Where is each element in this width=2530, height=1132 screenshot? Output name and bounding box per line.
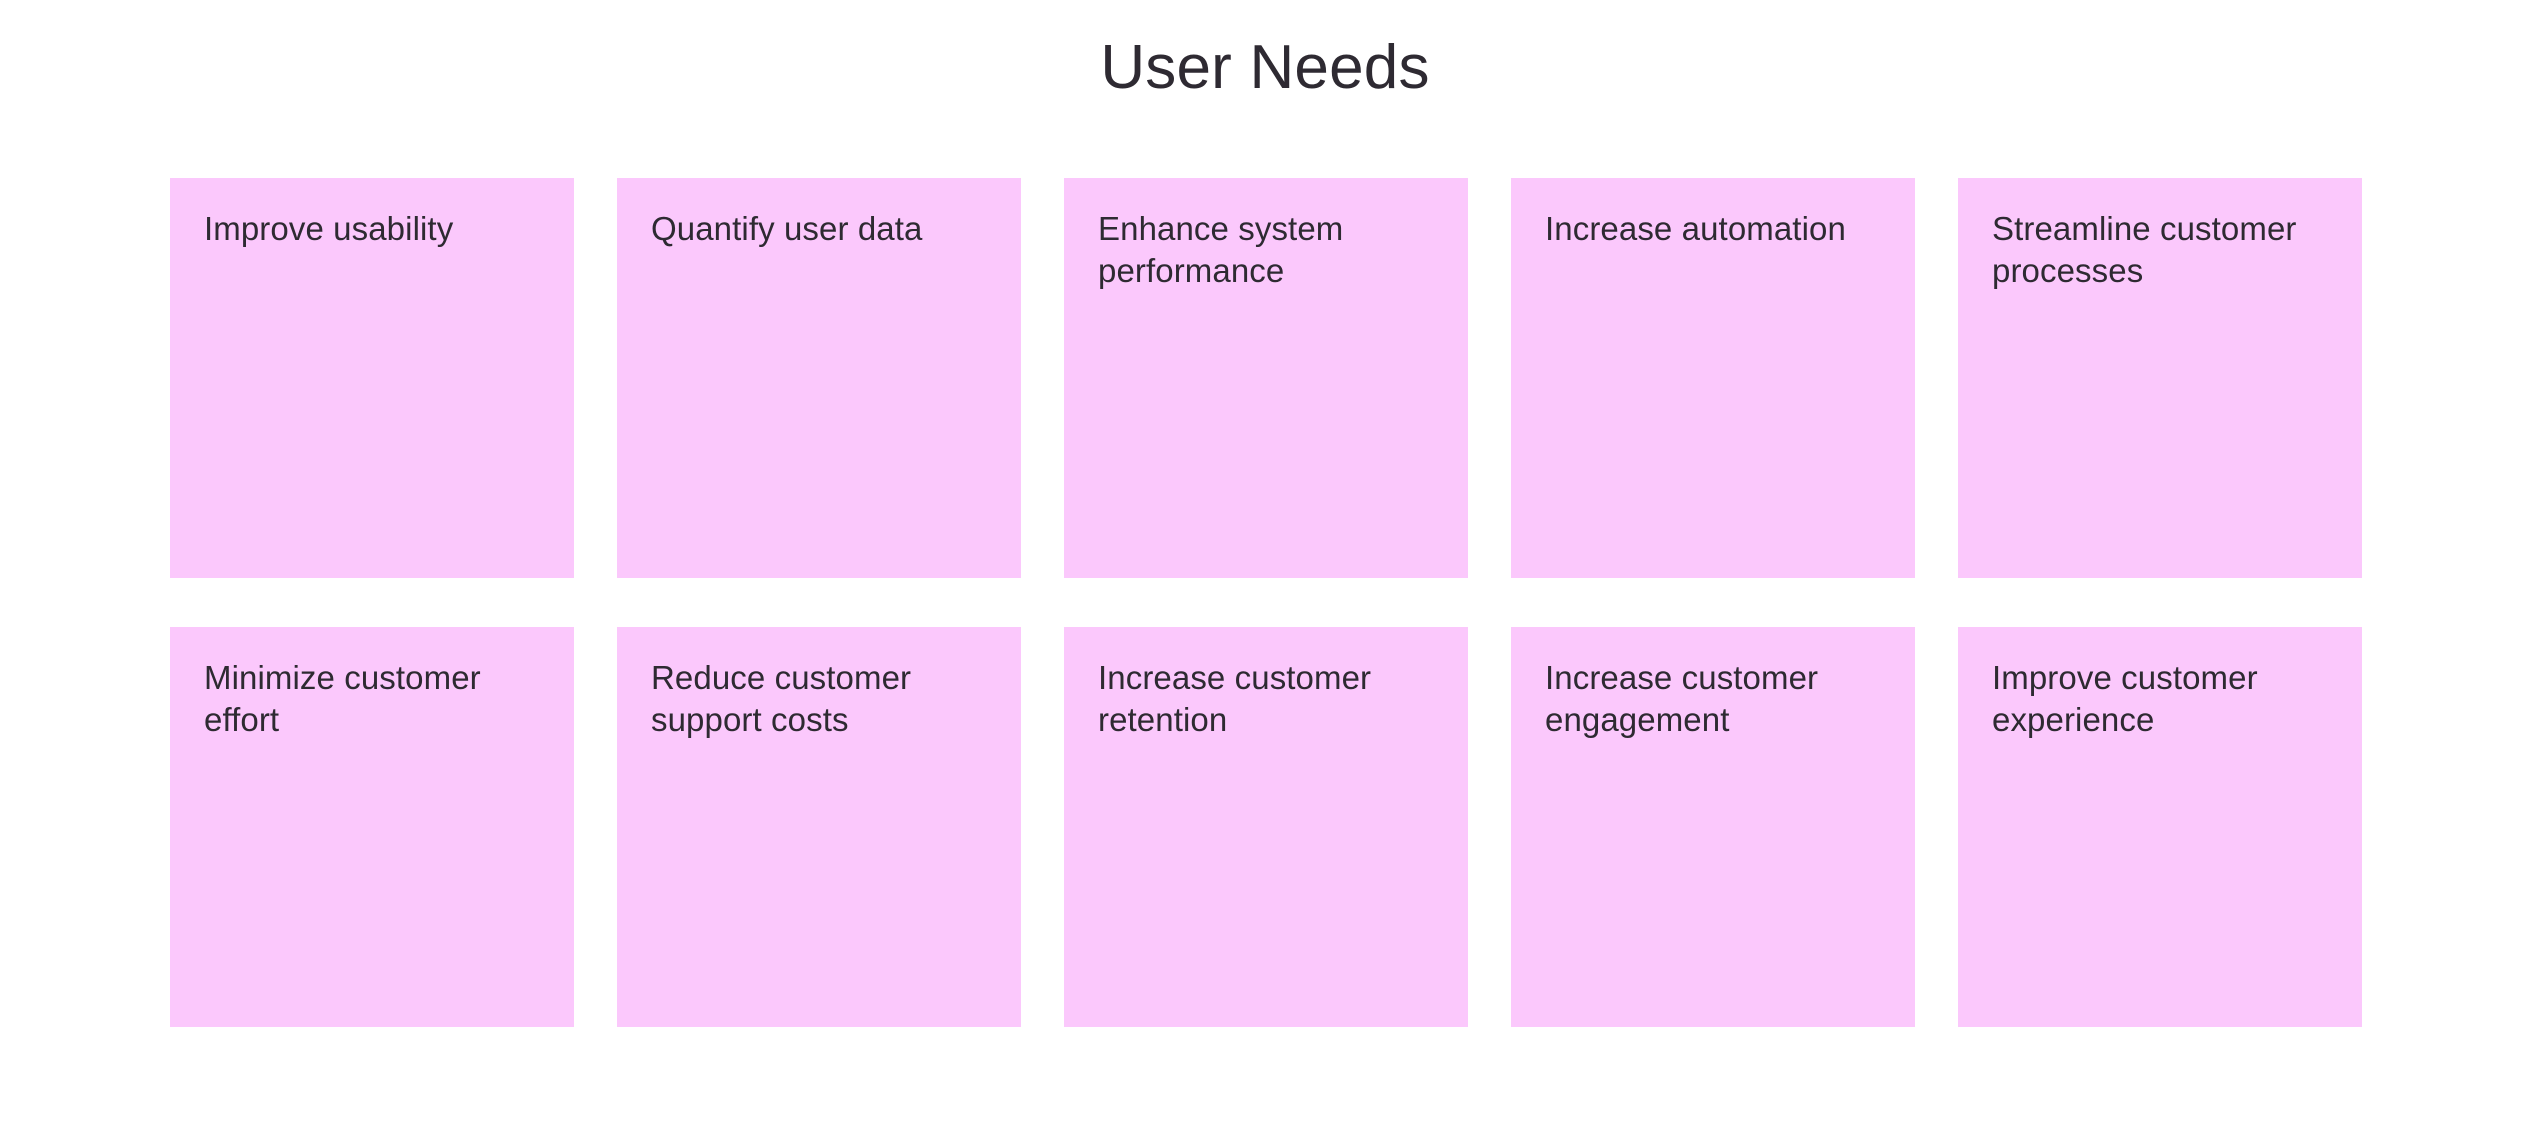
- card-increase-customer-engagement[interactable]: Increase customer engagement: [1511, 627, 1915, 1027]
- card-label: Increase automation: [1545, 210, 1846, 247]
- card-label: Reduce customer support costs: [651, 659, 912, 738]
- card-label: Quantify user data: [651, 210, 923, 247]
- card-label: Increase customer engagement: [1545, 659, 1819, 738]
- card-label: Enhance system performance: [1098, 210, 1344, 289]
- card-label: Improve usability: [204, 210, 454, 247]
- card-increase-automation[interactable]: Increase automation: [1511, 178, 1915, 578]
- card-reduce-customer-support-costs[interactable]: Reduce customer support costs: [617, 627, 1021, 1027]
- card-quantify-user-data[interactable]: Quantify user data: [617, 178, 1021, 578]
- card-enhance-system-performance[interactable]: Enhance system performance: [1064, 178, 1468, 578]
- card-label: Streamline customer processes: [1992, 210, 2297, 289]
- card-improve-usability[interactable]: Improve usability: [170, 178, 574, 578]
- card-minimize-customer-effort[interactable]: Minimize customer effort: [170, 627, 574, 1027]
- page-title: User Needs: [1100, 33, 1430, 102]
- card-improve-customer-experience[interactable]: Improve customer experience: [1958, 627, 2362, 1027]
- card-label: Increase customer retention: [1098, 659, 1372, 738]
- card-label: Improve customer experience: [1992, 659, 2258, 738]
- card-label: Minimize customer effort: [204, 659, 481, 738]
- card-increase-customer-retention[interactable]: Increase customer retention: [1064, 627, 1468, 1027]
- card-grid: Improve usability Quantify user data Enh…: [170, 178, 2363, 1027]
- card-streamline-customer-processes[interactable]: Streamline customer processes: [1958, 178, 2362, 578]
